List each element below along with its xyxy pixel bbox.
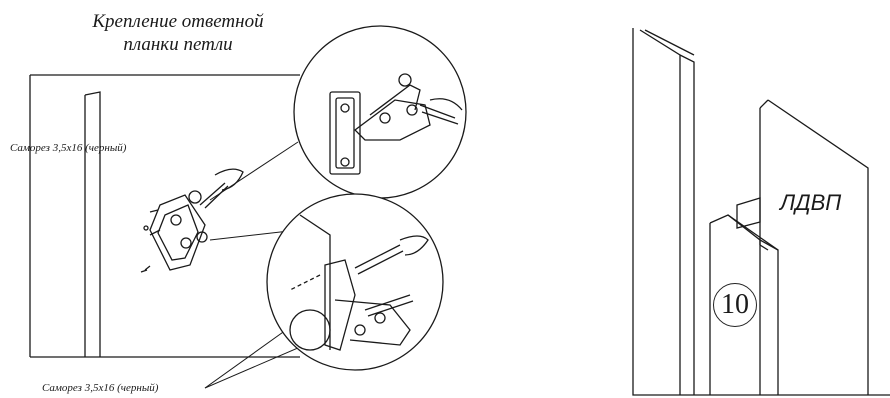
hinge-mounting-plate [140,168,244,273]
screw-label-top: Саморез 3,5x16 (черный) [10,142,127,154]
diagram-title: Крепление ответной планки петли [78,10,278,56]
material-label: ЛДВП [780,190,842,215]
cabinet-panel [29,74,300,358]
step-number-badge: 10 [713,283,757,327]
screw-label-bottom: Саморез 3,5x16 (черный) [42,382,159,394]
title-line-1: Крепление ответной [92,11,264,32]
magnifier-top [293,25,467,199]
right-frame [632,28,890,396]
title-line-2: планки петли [123,34,233,55]
magnifier-bottom [266,193,444,371]
